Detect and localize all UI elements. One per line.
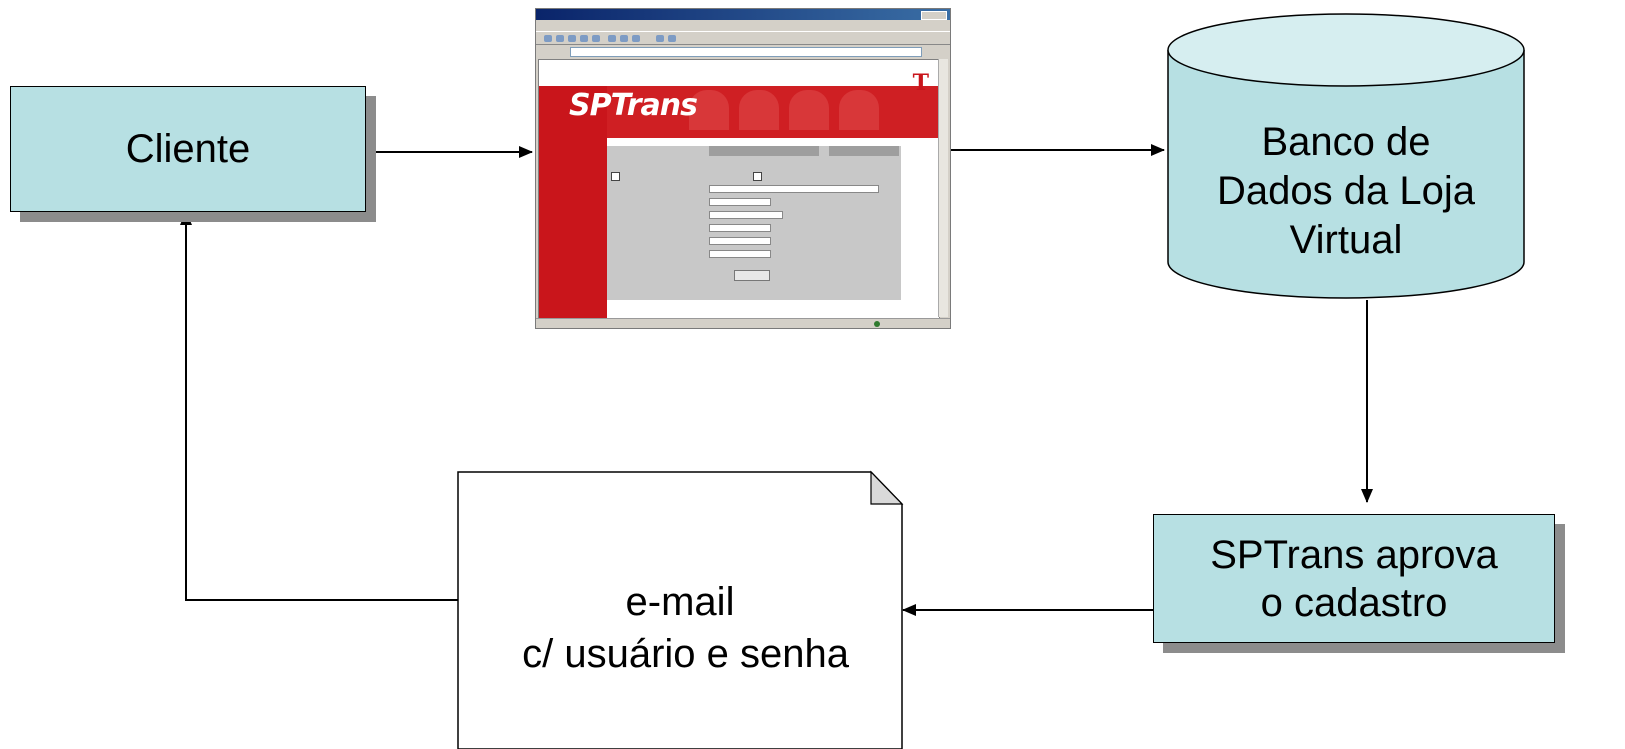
- browser-scrollbar: [938, 59, 948, 317]
- database-cylinder: [1167, 13, 1525, 299]
- sptrans-logo-icon: T: [912, 70, 929, 96]
- radio-option-2: [753, 172, 764, 181]
- browser-titlebar: [536, 9, 950, 20]
- browser-toolbar: [536, 31, 950, 45]
- database-label-line-1: Banco de: [1261, 120, 1431, 164]
- approval-label-line-2: o cadastro: [1260, 580, 1448, 625]
- sptrans-left-bar: [539, 86, 607, 318]
- form-input-2: [709, 198, 771, 206]
- email-label-line-1: e-mail: [625, 580, 735, 624]
- arrow-email-to-cliente: [180, 211, 458, 601]
- registration-page-screenshot: SPTrans T: [535, 8, 951, 329]
- cliente-node: Cliente: [10, 86, 366, 212]
- window-buttons: [921, 11, 947, 20]
- form-input-4: [709, 224, 771, 232]
- radio-option-1: [611, 172, 622, 181]
- form-input-1: [709, 185, 879, 193]
- browser-page: SPTrans T: [538, 59, 940, 319]
- browser-address-field: [570, 47, 922, 57]
- browser-status-bar: [536, 318, 950, 328]
- approval-label-line-1: SPTrans aprova: [1210, 532, 1498, 577]
- email-label-line-2: c/ usuário e senha: [511, 632, 849, 676]
- form-input-6: [709, 250, 771, 258]
- form-input-5: [709, 237, 771, 245]
- browser-menubar: [536, 20, 950, 30]
- form-tab-2: [829, 146, 899, 156]
- sptrans-logo: SPTrans: [569, 88, 698, 123]
- database-label-line-2: Dados da Loja: [1217, 168, 1475, 213]
- form-input-3: [709, 211, 783, 219]
- email-document-shape: [457, 470, 904, 749]
- cliente-label: Cliente: [125, 127, 251, 171]
- database-label-line-3: Virtual: [1289, 217, 1403, 262]
- email-label: e-mail c/ usuário e senha: [460, 576, 900, 680]
- form-submit-button: [734, 270, 770, 281]
- approval-node: SPTrans aprova o cadastro: [1153, 514, 1555, 643]
- database-label: Banco de Dados da Loja Virtual: [1168, 118, 1524, 264]
- form-tab-1: [709, 146, 819, 156]
